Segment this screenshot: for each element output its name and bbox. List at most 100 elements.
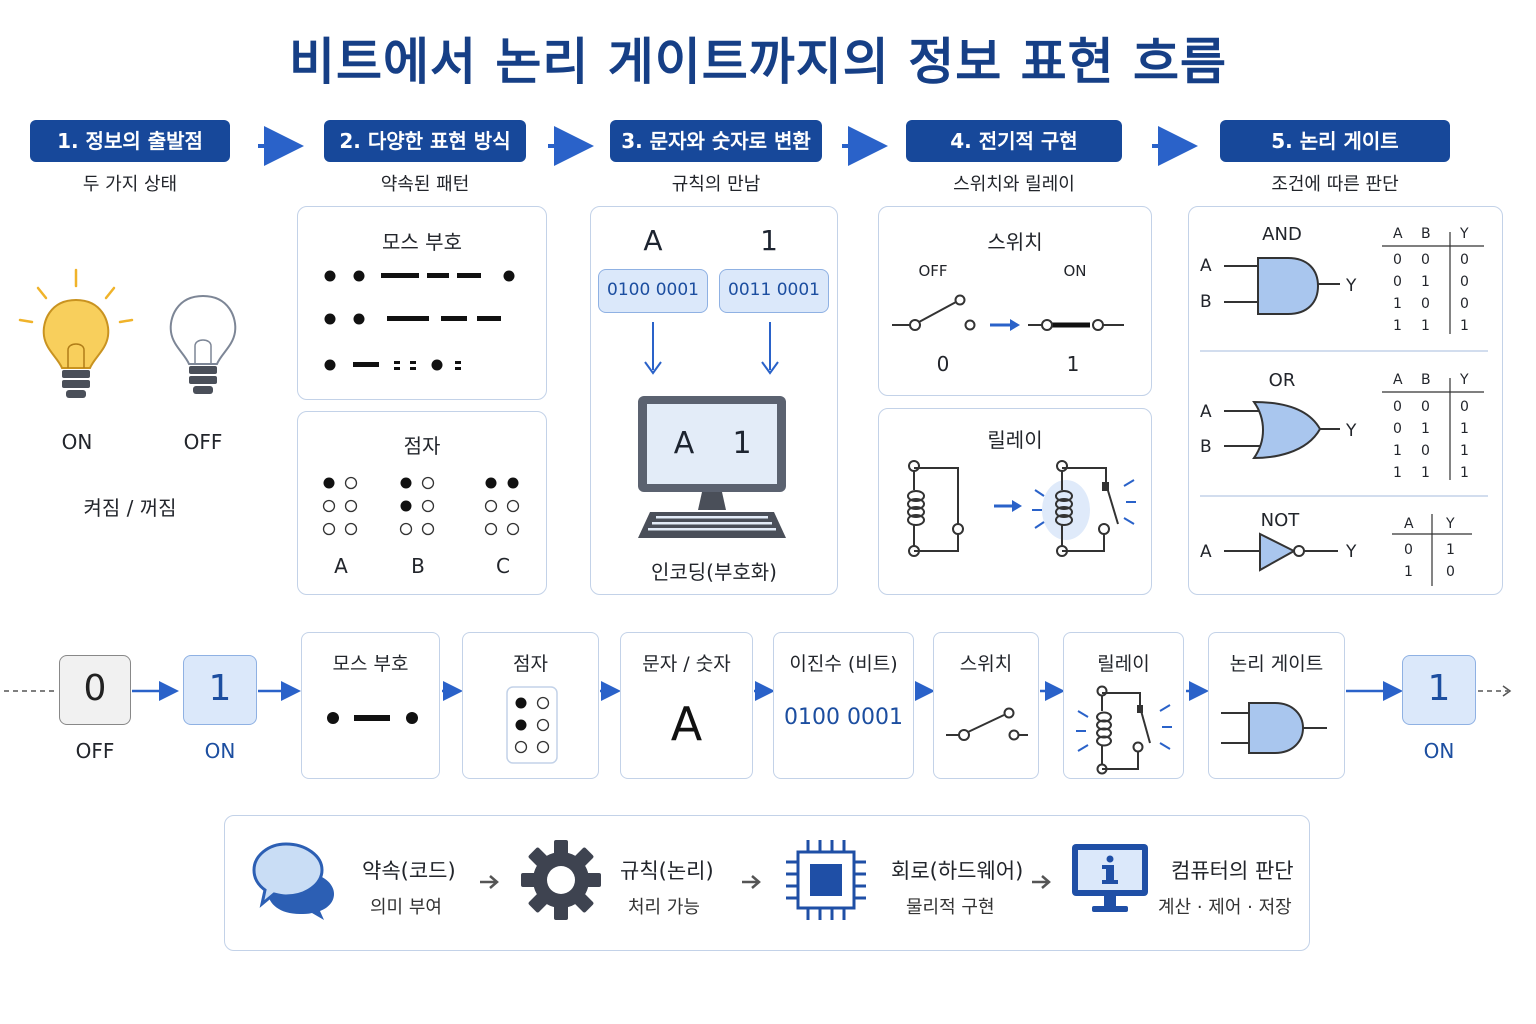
and-r3-a: 1 (1393, 318, 1402, 334)
switch-diagram (892, 294, 1124, 331)
encoding-char-a: A (643, 224, 663, 257)
flow-morse-icon (327, 712, 418, 724)
flow-bit-one-label: ON (204, 739, 236, 763)
gate-symbols (1200, 232, 1488, 586)
flow-chars-title: 문자 / 숫자 (642, 653, 731, 675)
chip-icon (786, 840, 866, 920)
summary-title-code: 약속(코드) (362, 859, 456, 883)
flow-output-label: ON (1423, 739, 1455, 763)
and-th-y: Y (1460, 226, 1469, 242)
not-r0-y: 1 (1446, 542, 1455, 558)
encoding-caption: 인코딩(부호화) (650, 560, 777, 584)
switch-on-label: ON (1063, 262, 1087, 280)
flow-gate-title: 논리 게이트 (1229, 653, 1324, 675)
or-input-b: B (1200, 437, 1212, 457)
step-4-pill: 4. 전기적 구현 (906, 120, 1122, 162)
flow-relay-icon (1076, 685, 1172, 775)
not-input-a: A (1200, 542, 1212, 562)
summary-sub-hardware: 물리적 구현 (906, 897, 995, 918)
not-th-y: Y (1446, 516, 1455, 532)
screen-char-1: 1 (732, 426, 752, 461)
morse-card (297, 206, 547, 400)
flow-arrows (4, 681, 1512, 701)
morse-title: 모스 부호 (382, 230, 462, 254)
braille-title: 점자 (403, 434, 441, 458)
or-r1-b: 1 (1421, 421, 1430, 437)
braille-letter-b: B (411, 554, 425, 578)
flow-morse-box: 모스 부호 (301, 632, 440, 779)
or-r3-b: 1 (1421, 465, 1430, 481)
step-5-pill: 5. 논리 게이트 (1220, 120, 1450, 162)
and-output-y: Y (1346, 276, 1357, 296)
gear-icon (521, 840, 601, 920)
bulb-on-icon (18, 268, 134, 398)
and-input-b: B (1200, 292, 1212, 312)
or-r0-y: 0 (1460, 399, 1469, 415)
speech-bubble-icon (252, 842, 334, 920)
and-r2-b: 0 (1421, 296, 1430, 312)
flow-chars-box: 문자 / 숫자 A (620, 632, 753, 779)
or-gate-name: OR (1268, 370, 1296, 391)
flow-bit-one: 1 (183, 655, 257, 725)
not-r1-y: 0 (1446, 564, 1455, 580)
summary-sub-logic: 처리 가능 (628, 897, 700, 918)
computer-icon (638, 396, 786, 538)
step-2-pill: 2. 다양한 표현 방식 (324, 120, 526, 162)
flow-switch-box: 스위치 (933, 632, 1039, 779)
or-r2-a: 1 (1393, 443, 1402, 459)
switch-zero: 0 (936, 352, 950, 376)
or-input-a: A (1200, 402, 1212, 422)
flow-and-gate-icon (1221, 702, 1327, 754)
summary-arrows (480, 875, 1051, 889)
bulb-off-icon (169, 294, 237, 394)
encoding-down-arrows (644, 322, 779, 375)
flow-binary-title: 이진수 (비트) (789, 653, 898, 675)
braille-letter-a: A (334, 554, 348, 578)
or-th-y: Y (1460, 372, 1469, 388)
not-gate-name: NOT (1260, 510, 1300, 531)
step-2-subtitle: 약속된 패턴 (380, 174, 470, 195)
or-output-y: Y (1346, 421, 1357, 441)
and-r1-b: 1 (1421, 274, 1430, 290)
step-3-subtitle: 규칙의 만남 (671, 174, 761, 195)
or-r1-a: 0 (1393, 421, 1402, 437)
or-r3-a: 1 (1393, 465, 1402, 481)
or-r2-b: 0 (1421, 443, 1430, 459)
screen-char-a: A (673, 426, 695, 461)
switch-one: 1 (1066, 352, 1080, 376)
flow-relay-box: 릴레이 (1063, 632, 1184, 779)
flow-bit-zero-label: OFF (75, 739, 115, 763)
or-r3-y: 1 (1460, 465, 1469, 481)
flow-switch-icon (946, 707, 1028, 741)
and-r0-b: 0 (1421, 252, 1430, 268)
flow-output-one: 1 (1402, 655, 1476, 725)
step-1-pill: 1. 정보의 출발점 (30, 120, 230, 162)
step-3-pill: 3. 문자와 숫자로 변환 (610, 120, 822, 162)
summary-sub-judgment: 계산 · 제어 · 저장 (1158, 897, 1292, 918)
summary-title-judgment: 컴퓨터의 판단 (1171, 859, 1294, 883)
bulb-on-label: ON (61, 430, 93, 454)
flow-relay-title: 릴레이 (1097, 653, 1150, 675)
switch-card (878, 206, 1152, 396)
and-r0-a: 0 (1393, 252, 1402, 268)
flow-braille-box: 점자 (462, 632, 599, 779)
braille-card (297, 411, 547, 595)
and-r2-y: 0 (1460, 296, 1469, 312)
or-r2-y: 1 (1460, 443, 1469, 459)
and-th-a: A (1393, 226, 1403, 242)
switch-title: 스위치 (987, 230, 1043, 254)
and-gate-name: AND (1262, 224, 1302, 245)
and-r1-y: 0 (1460, 274, 1469, 290)
encoding-code-a: 0100 0001 (598, 269, 708, 313)
flow-binary-value: 0100 0001 (784, 705, 903, 730)
braille-cells (322, 476, 520, 536)
morse-patterns (324, 270, 515, 371)
flow-chars-value: A (670, 697, 703, 751)
bulb-off-label: OFF (183, 430, 223, 454)
page-title: 비트에서 논리 게이트까지의 정보 표현 흐름 (288, 33, 1228, 91)
encoding-char-1: 1 (760, 224, 778, 257)
and-th-b: B (1421, 226, 1431, 242)
flow-braille-icon (506, 686, 558, 764)
summary-panel (224, 815, 1310, 951)
and-r1-a: 0 (1393, 274, 1402, 290)
